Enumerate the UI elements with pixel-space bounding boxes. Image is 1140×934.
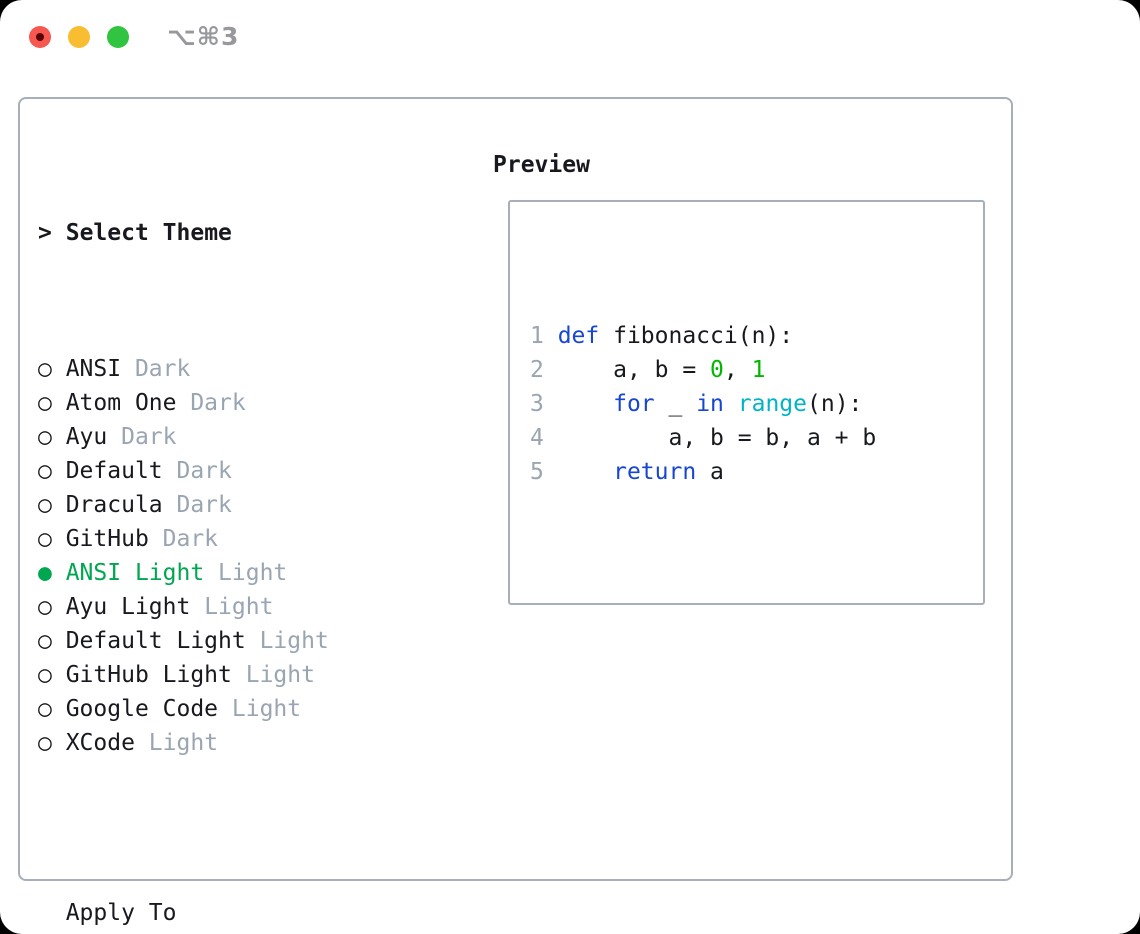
minimize-button[interactable] <box>68 26 90 48</box>
code-token: 1 <box>751 357 766 383</box>
theme-item[interactable]: ● ANSI Light Light <box>38 556 493 590</box>
code-line: 1 def fibonacci(n): <box>530 319 983 353</box>
apply-to-header: Apply To <box>65 900 177 926</box>
code-token: fibonacci(n): <box>599 323 794 349</box>
window-titlebar: ⌥⌘3 <box>0 0 1140 74</box>
line-number: 5 <box>530 459 558 485</box>
traffic-lights <box>29 26 129 48</box>
code-line: 3 for _ in range(n): <box>530 387 983 421</box>
code-token <box>558 459 613 485</box>
option-label: Ayu Light <box>51 594 191 620</box>
option-label: GitHub Light <box>51 662 232 688</box>
select-theme-header: > Select Theme <box>38 216 493 250</box>
theme-variant-tag: Dark <box>107 424 177 450</box>
code-token: range <box>737 391 807 417</box>
theme-item[interactable]: ○ ANSI Dark <box>38 352 493 386</box>
theme-item[interactable]: ○ XCode Light <box>38 726 493 760</box>
radio-unselected-icon: ○ <box>38 424 52 450</box>
code-token <box>724 391 738 417</box>
select-theme-title: Select Theme <box>65 220 232 246</box>
theme-variant-tag: Light <box>134 730 219 756</box>
line-number: 1 <box>530 323 558 349</box>
radio-unselected-icon: ○ <box>38 458 52 484</box>
line-number: 2 <box>530 357 558 383</box>
theme-variant-tag: Dark <box>121 356 191 382</box>
theme-variant-tag: Dark <box>162 458 232 484</box>
preview-header: Preview <box>493 152 590 178</box>
theme-item[interactable]: ○ Default Dark <box>38 454 493 488</box>
theme-variant-tag: Dark <box>148 526 219 552</box>
theme-variant-tag: Dark <box>176 390 246 416</box>
radio-unselected-icon: ○ <box>38 662 52 688</box>
theme-variant-tag: Dark <box>162 492 232 518</box>
code-token: for <box>613 391 655 417</box>
option-label: GitHub <box>51 526 149 552</box>
preview-column: Preview 1 def fibonacci(n):2 a, b = 0, 1… <box>493 148 1011 879</box>
theme-picker-panel: > Select Theme ○ ANSI Dark○ Atom One Dar… <box>18 97 1013 926</box>
radio-unselected-icon: ○ <box>38 492 52 518</box>
theme-variant-tag: Light <box>231 662 315 688</box>
line-number: 3 <box>530 391 558 417</box>
option-label: Atom One <box>51 390 177 416</box>
theme-variant-tag: Light <box>245 628 329 654</box>
code-token: in <box>696 391 724 417</box>
close-button[interactable] <box>29 26 51 48</box>
theme-variant-tag: Light <box>218 696 302 722</box>
theme-item[interactable]: ○ Ayu Dark <box>38 420 493 454</box>
theme-column: > Select Theme ○ ANSI Dark○ Atom One Dar… <box>38 148 493 926</box>
keyboard-shortcut-label: ⌥⌘3 <box>167 22 240 51</box>
option-label: ANSI <box>51 356 122 382</box>
radio-unselected-icon: ○ <box>38 628 52 654</box>
option-label: XCode <box>51 730 135 756</box>
radio-unselected-icon: ○ <box>38 696 52 722</box>
code-line: 5 return a <box>530 455 983 489</box>
zoom-button[interactable] <box>107 26 129 48</box>
close-dot-icon <box>36 33 44 41</box>
theme-item[interactable]: ○ Default Light Light <box>38 624 493 658</box>
theme-item[interactable]: ○ Dracula Dark <box>38 488 493 522</box>
code-token: return <box>613 459 697 485</box>
radio-unselected-icon: ○ <box>38 594 52 620</box>
code-token: (n): <box>807 391 863 417</box>
option-label: Dracula <box>51 492 163 518</box>
theme-item[interactable]: ○ Google Code Light <box>38 692 493 726</box>
radio-unselected-icon: ○ <box>38 730 52 756</box>
code-token: , <box>723 357 752 383</box>
theme-item[interactable]: ○ Ayu Light Light <box>38 590 493 624</box>
code-line: 4 a, b = b, a + b <box>530 421 983 455</box>
code-token: a, b = b, a + b <box>557 425 877 451</box>
code-token: _ <box>654 391 697 417</box>
prompt-caret: > <box>38 220 52 246</box>
radio-unselected-icon: ○ <box>38 390 52 416</box>
theme-variant-tag: Light <box>204 560 288 586</box>
theme-list: ○ ANSI Dark○ Atom One Dark○ Ayu Dark○ De… <box>38 352 493 760</box>
code-token: a, b = <box>557 357 711 383</box>
code-token: a <box>696 459 724 485</box>
theme-item[interactable]: ○ GitHub Light Light <box>38 658 493 692</box>
radio-unselected-icon: ○ <box>38 526 52 552</box>
code-token: 0 <box>710 357 724 383</box>
option-label: ANSI Light <box>51 560 205 586</box>
theme-variant-tag: Light <box>190 594 274 620</box>
code-token <box>558 391 613 417</box>
code-line: 2 a, b = 0, 1 <box>530 353 983 387</box>
radio-unselected-icon: ○ <box>38 356 52 382</box>
option-label: Default <box>51 458 163 484</box>
line-number: 4 <box>530 425 558 451</box>
blank-line <box>530 557 983 591</box>
code-token: def <box>557 323 600 349</box>
option-label: Google Code <box>51 696 219 722</box>
theme-item[interactable]: ○ GitHub Dark <box>38 522 493 556</box>
theme-item[interactable]: ○ Atom One Dark <box>38 386 493 420</box>
radio-selected-icon: ● <box>38 560 52 586</box>
option-label: Ayu <box>51 424 108 450</box>
option-label: Default Light <box>51 628 246 654</box>
